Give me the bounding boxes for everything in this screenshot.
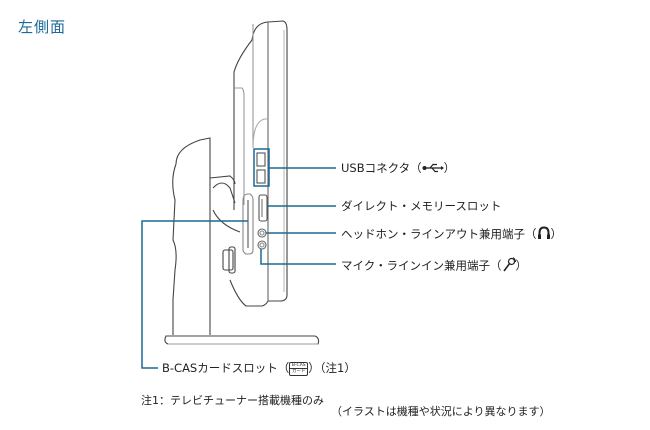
memory-slot-label: ダイレクト・メモリースロット <box>341 199 502 213</box>
usb-highlight-box <box>253 148 270 187</box>
usb-label: USBコネクタ <box>341 161 411 175</box>
callout-headphone: ヘッドホン・ラインアウト兼用端子（） <box>341 226 562 243</box>
callout-usb: USBコネクタ（） <box>341 161 456 176</box>
device-outline <box>164 20 320 345</box>
bcas-note-ref: （注1） <box>319 361 356 375</box>
headphone-icon <box>537 226 551 243</box>
page-title: 左側面 <box>18 18 67 36</box>
microphone-label: マイク・ラインイン兼用端子 <box>341 258 491 273</box>
microphone-icon <box>502 257 516 275</box>
illustration-disclaimer: （イラストは機種や状況により異なります） <box>331 405 551 418</box>
callout-memory-slot: ダイレクト・メモリースロット <box>341 199 501 213</box>
bcas-leader <box>141 220 248 369</box>
bcas-label: B-CASカードスロット <box>162 361 278 375</box>
leader-lines <box>141 148 336 369</box>
mic-leader <box>260 249 336 265</box>
footnote: 注1：テレビチューナー搭載機種のみ <box>141 394 324 407</box>
usb-icon <box>422 162 444 176</box>
headphone-label: ヘッドホン・ラインアウト兼用端子 <box>341 227 525 241</box>
callout-microphone: マイク・ラインイン兼用端子（） <box>341 257 527 275</box>
